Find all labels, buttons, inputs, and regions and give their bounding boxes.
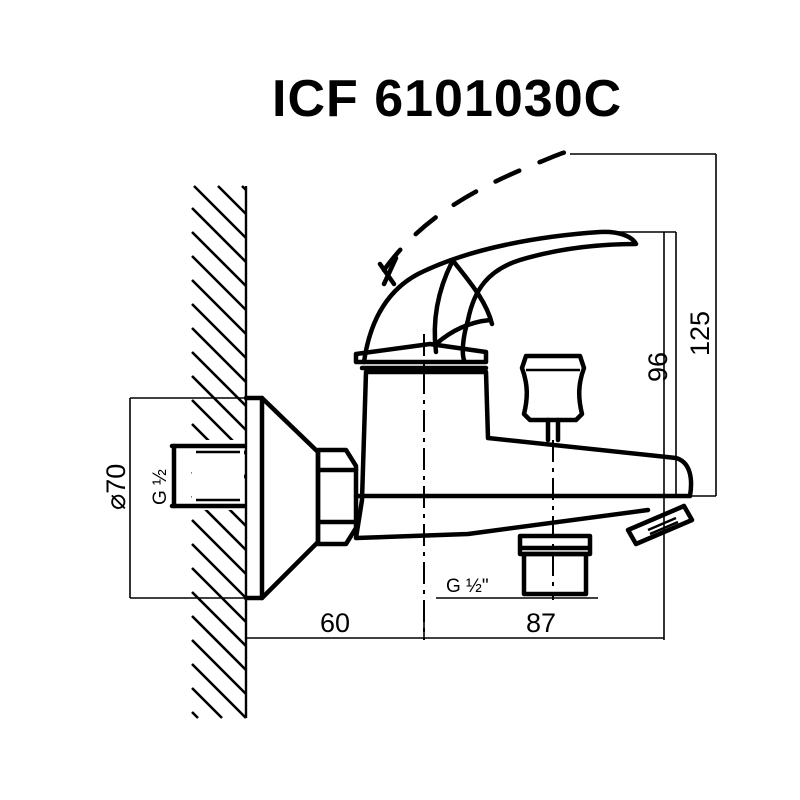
hatch-stroke	[191, 543, 247, 599]
hatch-stroke	[191, 591, 247, 647]
hatch-stroke	[191, 567, 247, 623]
inlet-thread-label: G ½	[150, 469, 171, 505]
hatch-stroke	[191, 687, 223, 719]
lever-handle	[353, 229, 639, 365]
dimension-outlet-thread: G ½"	[436, 576, 598, 599]
hatch-stroke	[191, 231, 247, 287]
model-title: ICF 6101030C	[272, 70, 622, 128]
lever-handle-raised	[377, 149, 575, 287]
diameter-label: ⌀70	[101, 464, 131, 510]
hatch-stroke	[191, 279, 247, 335]
hatch-stroke	[191, 615, 247, 671]
hatch-stroke	[191, 519, 247, 575]
hatch-stroke	[217, 185, 247, 215]
hatch-stroke	[191, 207, 247, 263]
mixer-body	[353, 365, 694, 541]
height-125-label: 125	[685, 311, 715, 356]
hatch-stroke	[191, 303, 247, 359]
wall-rosette	[243, 395, 321, 601]
hex-nut	[315, 447, 359, 547]
diverter-knob	[519, 353, 587, 443]
outlet-fitting	[517, 533, 593, 597]
hatch-stroke	[191, 375, 247, 431]
hatch-stroke	[241, 185, 247, 191]
dimension-horizontal: 60 87	[246, 232, 665, 640]
hatch-stroke	[193, 185, 247, 239]
dimension-diameter: ⌀70	[101, 397, 246, 599]
hatch-stroke	[191, 711, 199, 719]
width-60-label: 60	[320, 608, 350, 638]
hatch-stroke	[191, 255, 247, 311]
inlet-fitting	[169, 440, 247, 510]
outlet-thread-label: G ½"	[446, 576, 489, 597]
hatch-stroke	[191, 639, 247, 695]
hatch-stroke	[191, 327, 247, 383]
width-87-label: 87	[526, 608, 556, 638]
hatch-stroke	[191, 351, 247, 407]
dimension-vertical: 96 125	[570, 153, 717, 497]
height-96-label: 96	[643, 352, 673, 382]
hatch-stroke	[191, 663, 247, 719]
